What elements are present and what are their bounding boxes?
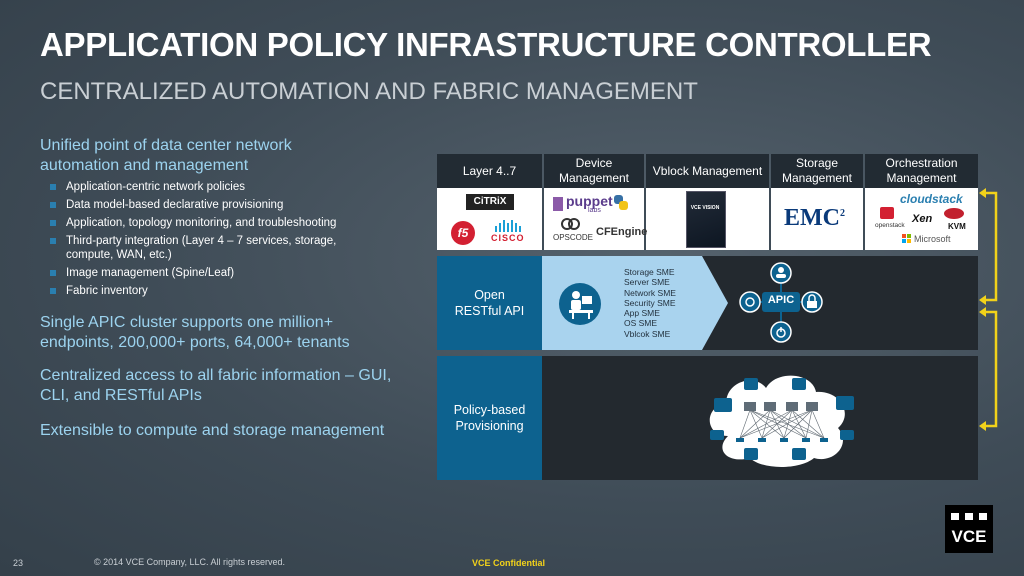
kvm-logo: KVM bbox=[948, 222, 966, 231]
emc-logo: EMC2 bbox=[784, 205, 845, 231]
openstack-logo: openstack bbox=[875, 222, 905, 229]
puppet-labs-text: labs bbox=[588, 207, 601, 214]
microsoft-logo: Microsoft bbox=[914, 234, 951, 244]
header-vblock-management: Vblock Management bbox=[646, 154, 769, 188]
slide-subtitle: CENTRALIZED AUTOMATION AND FABRIC MANAGE… bbox=[40, 78, 698, 105]
sme-item: Security SME bbox=[624, 297, 676, 308]
lead-unified-point: Unified point of data center network aut… bbox=[40, 137, 292, 174]
python-icon bbox=[614, 195, 628, 210]
yellow-bracket-arrows bbox=[979, 188, 998, 431]
cisco-bars-icon bbox=[495, 220, 521, 232]
xen-logo: Xen bbox=[912, 213, 933, 225]
sme-list: Storage SME Server SME Network SME Secur… bbox=[624, 267, 676, 339]
bullet-item: Fabric inventory bbox=[50, 284, 366, 298]
bullet-item: Third-party integration (Layer 4 – 7 ser… bbox=[50, 234, 366, 262]
header-storage-management: Storage Management bbox=[771, 154, 863, 188]
lead-extensible: Extensible to compute and storage manage… bbox=[40, 422, 385, 439]
bullet-item: Data model-based declarative provisionin… bbox=[50, 198, 366, 212]
f5-logo: f5 bbox=[451, 221, 475, 245]
vce-logo-text: VCE bbox=[951, 527, 987, 546]
redhat-icon bbox=[944, 208, 964, 219]
puppet-mark-icon bbox=[553, 197, 563, 211]
sme-item: OS SME bbox=[624, 318, 658, 329]
bullet-item: Image management (Spine/Leaf) bbox=[50, 266, 366, 280]
feature-bullet-list: Application-centric network policies Dat… bbox=[50, 180, 366, 302]
open-restful-api-label: Open RESTful API bbox=[437, 256, 542, 350]
cloudstack-logo: cloudstack bbox=[900, 192, 963, 206]
sme-item: Vblcok SME bbox=[624, 328, 671, 339]
copyright-text: © 2014 VCE Company, LLC. All rights rese… bbox=[94, 557, 286, 567]
openstack-mark-icon bbox=[880, 207, 894, 219]
opscode-logo: OPSCODE bbox=[553, 233, 594, 242]
apic-label: APIC bbox=[767, 294, 795, 306]
microsoft-icon bbox=[902, 234, 911, 243]
administrator-icon bbox=[559, 283, 601, 325]
page-number: 23 bbox=[13, 558, 24, 568]
sme-arrow-shape bbox=[542, 256, 728, 350]
sme-item: App SME bbox=[624, 308, 660, 319]
bullet-item: Application, topology monitoring, and tr… bbox=[50, 216, 366, 230]
opscode-icon bbox=[561, 218, 580, 230]
lead-centralized-access: Centralized access to all fabric informa… bbox=[40, 367, 392, 404]
cfengine-logo: CFEngine bbox=[596, 226, 648, 238]
puppet-logo: puppet bbox=[566, 193, 613, 209]
fabric-cloud-diagram bbox=[709, 375, 854, 467]
header-device-management: Device Management bbox=[544, 154, 644, 188]
vce-brand-logo: VCE bbox=[945, 505, 993, 553]
header-orchestration-management: Orchestration Management bbox=[865, 154, 978, 188]
sme-item: Storage SME bbox=[624, 267, 675, 277]
vce-vision-box-image bbox=[686, 191, 726, 248]
vce-vision-label: VCE VISION bbox=[690, 205, 720, 211]
policy-provisioning-label: Policy-based Provisioning bbox=[437, 356, 542, 480]
slide-title: APPLICATION POLICY INFRASTRUCTURE CONTRO… bbox=[40, 26, 932, 63]
sme-item: Network SME bbox=[624, 287, 676, 298]
bullet-item: Application-centric network policies bbox=[50, 180, 366, 194]
cisco-logo: CISCO bbox=[491, 233, 525, 243]
header-layer-4-7: Layer 4..7 bbox=[437, 154, 542, 188]
confidential-label: VCE Confidential bbox=[472, 558, 546, 568]
citrix-logo: CiTRiX bbox=[466, 194, 514, 210]
sme-item: Server SME bbox=[624, 277, 670, 288]
lead-cluster-scale: Single APIC cluster supports one million… bbox=[40, 314, 350, 351]
apic-hub-diagram bbox=[739, 262, 823, 343]
